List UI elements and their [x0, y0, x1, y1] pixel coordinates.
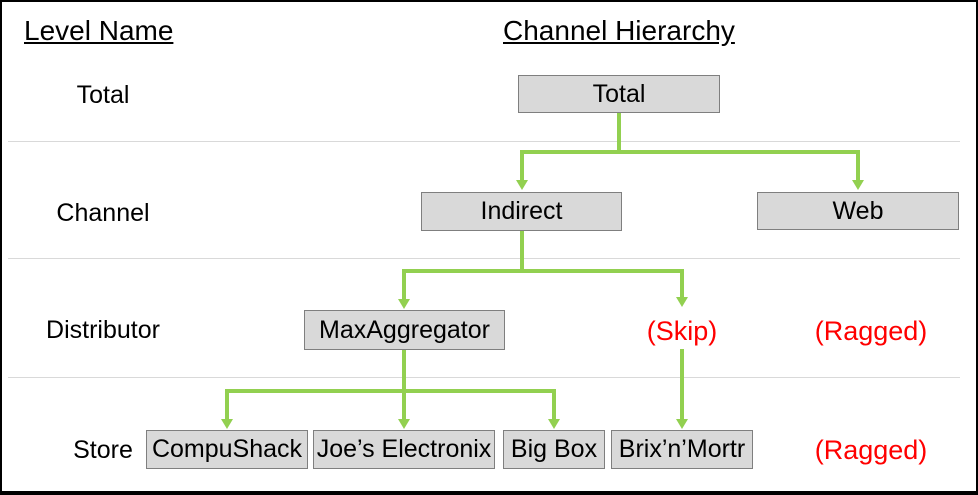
connector-indirect-to-distributor	[398, 231, 688, 309]
level-label-distributor: Distributor	[46, 316, 160, 344]
node-total: Total	[518, 75, 720, 113]
node-brixnmortr: Brix’n’Mortr	[611, 430, 753, 469]
row-divider-2	[8, 258, 960, 259]
node-maxaggregator: MaxAggregator	[304, 310, 505, 350]
connector-skip-to-brixnmortr	[676, 349, 688, 429]
row-divider-1	[8, 141, 960, 142]
level-label-store: Store	[73, 436, 133, 464]
level-name-heading: Level Name	[24, 15, 174, 46]
level-label-total: Total	[76, 81, 130, 109]
connector-maxaggregator-to-stores	[221, 350, 560, 429]
skip-annotation: (Skip)	[646, 316, 718, 346]
row-divider-3	[8, 377, 960, 378]
connector-total-to-channel	[516, 113, 864, 190]
node-big-box: Big Box	[503, 430, 605, 469]
ragged-annotation-distributor: (Ragged)	[814, 316, 928, 346]
node-joes-electronix: Joe’s Electronix	[313, 430, 495, 469]
channel-hierarchy-heading: Channel Hierarchy	[503, 15, 735, 46]
ragged-annotation-store: (Ragged)	[814, 435, 928, 465]
level-label-channel: Channel	[56, 199, 150, 227]
node-indirect: Indirect	[421, 192, 622, 231]
node-compushack: CompuShack	[146, 430, 308, 469]
node-web: Web	[757, 192, 959, 230]
